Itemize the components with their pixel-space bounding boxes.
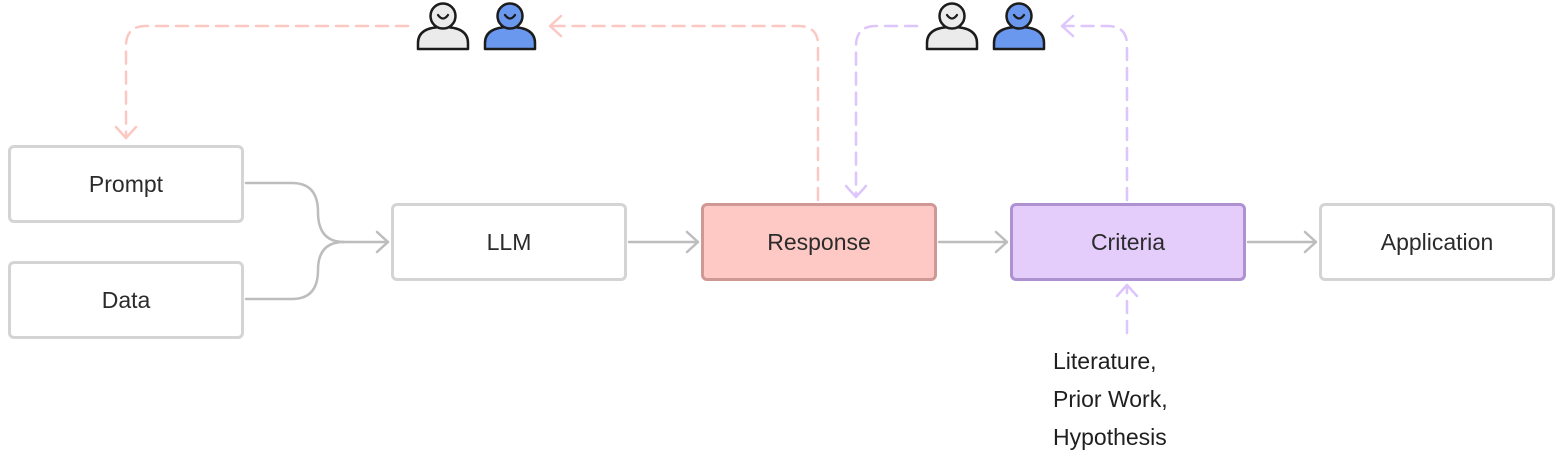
criteria-source-hypothesis: Hypothesis [1053, 424, 1167, 450]
prompt-node-label: Prompt [88, 170, 164, 197]
data-node: Data [8, 261, 244, 339]
criteria-feedback-arrowhead [1060, 14, 1075, 38]
response-node-label: Response [767, 228, 871, 255]
criteria-source-literature: Literature, [1053, 348, 1157, 374]
criteria-node: Criteria [1010, 203, 1246, 281]
person-icon-light [416, 2, 470, 51]
data-node-label: Data [101, 286, 151, 313]
response-node: Response [701, 203, 937, 281]
data-to-llm-connector [244, 240, 346, 301]
criteria-source-prior-work: Prior Work, [1053, 386, 1168, 412]
response-to-criteria-arrow [937, 230, 1009, 254]
person-icon-blue [992, 2, 1046, 51]
prompt-feedback-arrowhead [114, 125, 138, 140]
response-feedback-arrowhead [548, 14, 563, 38]
application-node: Application [1319, 203, 1555, 281]
llm-to-response-arrow [627, 230, 700, 254]
application-node-label: Application [1380, 228, 1494, 255]
llm-node: LLM [391, 203, 627, 281]
llm-node-label: LLM [486, 228, 532, 255]
person-icon-blue [483, 2, 537, 51]
person-icon-light [925, 2, 979, 51]
response-return-loop [854, 24, 919, 198]
sources-to-criteria-arrowhead [1115, 283, 1139, 298]
response-return-arrowhead [844, 184, 868, 199]
response-feedback-loop [548, 24, 820, 202]
criteria-feedback-loop [1060, 24, 1129, 202]
criteria-sources: Literature, Prior Work, Hypothesis [1053, 342, 1168, 456]
prompt-to-llm-connector [244, 181, 390, 244]
llm-arrowhead [375, 230, 390, 254]
criteria-node-label: Criteria [1090, 228, 1166, 255]
prompt-node: Prompt [8, 145, 244, 223]
prompt-feedback-loop [124, 24, 410, 140]
criteria-to-application-arrow [1246, 230, 1318, 254]
